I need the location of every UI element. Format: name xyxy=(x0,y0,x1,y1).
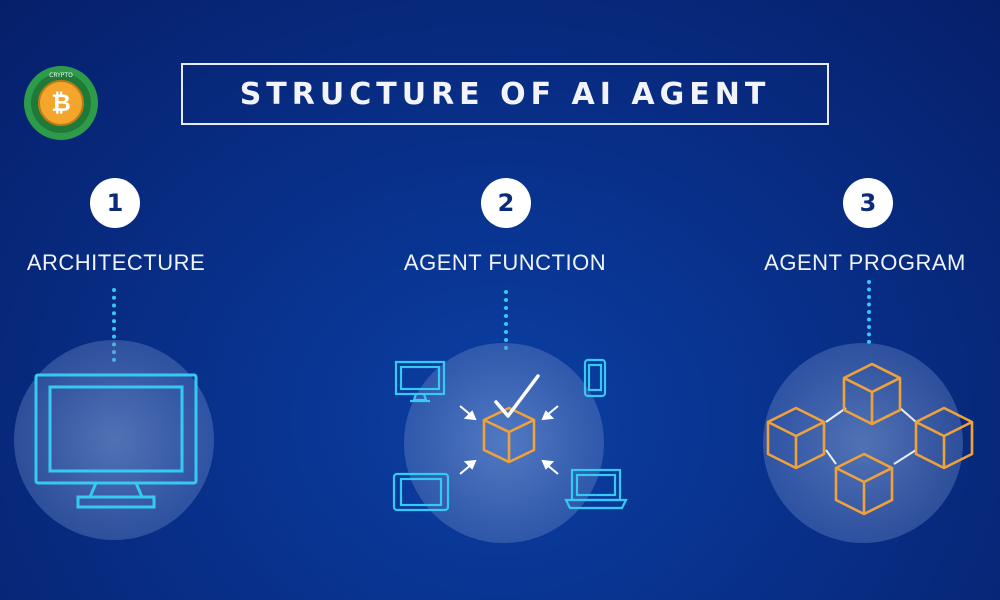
cube-right xyxy=(914,406,974,470)
connected-cubes-icon xyxy=(766,362,974,516)
cube-bottom xyxy=(834,452,894,516)
logo: ₿ CRYPTO xyxy=(24,66,98,140)
tablet-icon xyxy=(392,472,450,512)
svg-text:CRYPTO: CRYPTO xyxy=(49,72,73,79)
cube-top xyxy=(842,362,902,426)
svg-text:₿: ₿ xyxy=(51,89,71,117)
monitor-icon xyxy=(34,373,198,509)
cube-icon xyxy=(482,406,536,464)
cube-with-devices-icon xyxy=(392,358,628,512)
step-1-connector xyxy=(112,288,116,362)
laptop-icon xyxy=(564,468,628,510)
cube-left xyxy=(766,406,826,470)
step-3-label: AGENT PROGRAM xyxy=(764,250,966,275)
step-1-label: ARCHITECTURE xyxy=(26,250,206,275)
step-2-label: AGENT FUNCTION xyxy=(403,250,607,275)
step-2-connector xyxy=(504,290,508,350)
title-box: STRUCTURE OF AI AGENT xyxy=(181,63,829,125)
desktop-icon xyxy=(394,360,446,403)
phone-icon xyxy=(583,358,607,398)
step-3-badge: 3 xyxy=(843,178,893,228)
step-3-connector xyxy=(867,280,871,344)
step-1-badge: 1 xyxy=(90,178,140,228)
step-2-badge: 2 xyxy=(481,178,531,228)
checkmark-icon xyxy=(494,374,540,418)
page-title: STRUCTURE OF AI AGENT xyxy=(239,76,771,112)
